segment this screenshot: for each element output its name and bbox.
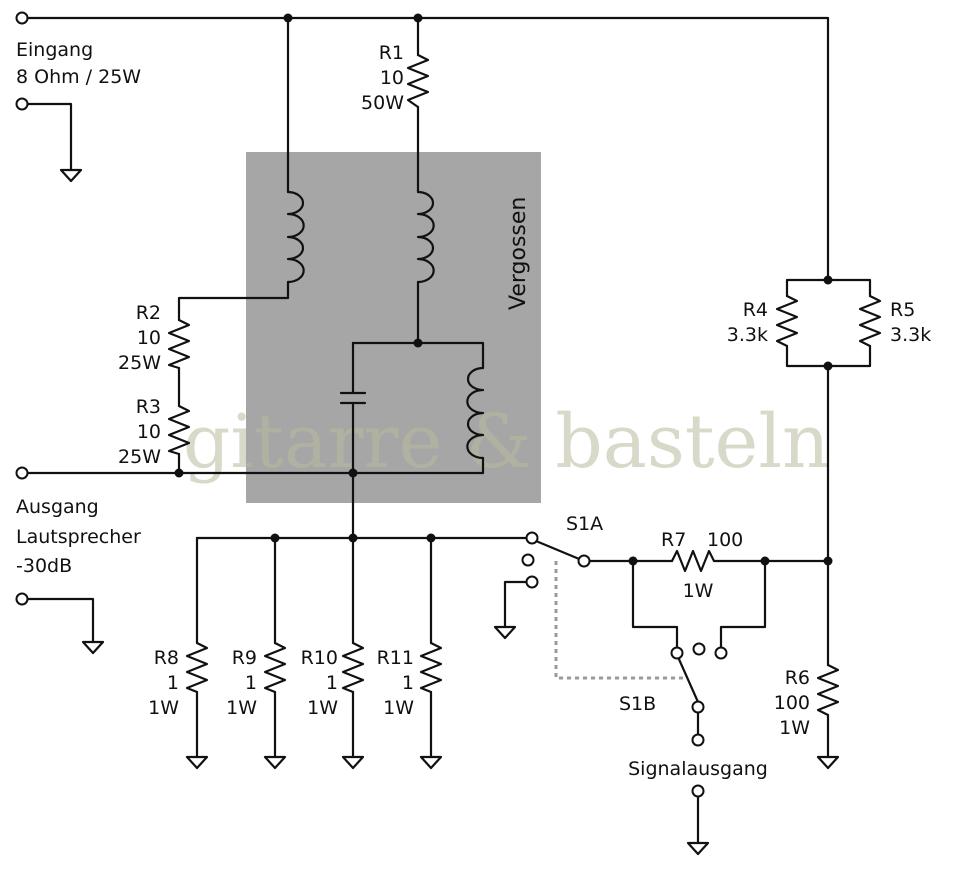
r3-value: 10 xyxy=(137,421,161,443)
s1a-contact xyxy=(525,575,539,589)
r1-value: 10 xyxy=(380,67,404,89)
resistors xyxy=(167,53,882,717)
input-terminal xyxy=(15,11,29,25)
resistor-r2 xyxy=(167,318,191,370)
r3-power: 25W xyxy=(118,446,161,468)
r11-name: R11 xyxy=(377,647,414,669)
input-label: Eingang xyxy=(16,39,93,61)
resistor-r9 xyxy=(263,641,287,694)
r7-power: 1W xyxy=(683,580,714,602)
output-terminal xyxy=(15,466,29,480)
output-ground-terminal xyxy=(15,592,29,606)
r5-value: 3.3k xyxy=(890,324,931,346)
inductor-center xyxy=(416,190,435,284)
output-label-speaker: Lautsprecher xyxy=(16,526,141,548)
r11-power: 1W xyxy=(383,697,414,719)
inductors xyxy=(286,190,485,460)
resistor-r10 xyxy=(341,641,365,694)
output-label: Ausgang xyxy=(16,496,99,518)
r6-name: R6 xyxy=(785,667,810,689)
r10-value: 1 xyxy=(326,672,338,694)
r2-value: 10 xyxy=(137,327,161,349)
r1-power: 50W xyxy=(361,92,404,114)
ground-icon xyxy=(493,625,517,640)
input-ground-terminal xyxy=(15,97,29,111)
s1a-label: S1A xyxy=(566,513,603,535)
resistor-r1 xyxy=(406,53,430,109)
resistor-r3 xyxy=(167,404,191,456)
text-labels: Eingang 8 Ohm / 25W Ausgang Lautsprecher… xyxy=(16,39,931,780)
switch-mechanical-link xyxy=(554,561,683,680)
signal-out-terminal xyxy=(691,733,705,747)
r9-power: 1W xyxy=(226,697,257,719)
r8-name: R8 xyxy=(154,647,179,669)
ground-icon xyxy=(686,841,710,856)
resistor-r11 xyxy=(419,641,443,694)
r1-name: R1 xyxy=(379,42,404,64)
r2-power: 25W xyxy=(118,352,161,374)
s1a-contact xyxy=(521,553,535,567)
signal-output-label: Signalausgang xyxy=(628,758,768,780)
watermark: gitarre & basteln xyxy=(183,399,830,485)
r10-name: R10 xyxy=(301,647,338,669)
input-spec-label: 8 Ohm / 25W xyxy=(16,66,141,88)
r2-name: R2 xyxy=(136,302,161,324)
s1a-contact xyxy=(525,531,539,545)
r9-name: R9 xyxy=(232,647,257,669)
ground-symbols xyxy=(59,168,840,856)
capacitor xyxy=(339,391,367,405)
s1a-common xyxy=(577,554,591,568)
r4-value: 3.3k xyxy=(727,324,768,346)
resistor-r4 xyxy=(775,294,799,348)
r5-name: R5 xyxy=(890,299,915,321)
ground-icon xyxy=(81,640,105,655)
r7-value: 100 xyxy=(707,529,743,551)
r6-power: 1W xyxy=(779,717,810,739)
wiring xyxy=(25,16,872,845)
s1b-common xyxy=(691,700,705,714)
r8-value: 1 xyxy=(167,672,179,694)
s1b-contact xyxy=(714,646,728,660)
resistor-r6 xyxy=(816,663,840,717)
resistor-r5 xyxy=(858,294,882,348)
r9-value: 1 xyxy=(245,672,257,694)
potted-area xyxy=(246,152,541,503)
r8-power: 1W xyxy=(148,697,179,719)
signal-out-ground-terminal xyxy=(691,784,705,798)
ground-icon xyxy=(59,168,83,183)
potted-label: Vergossen xyxy=(506,197,531,310)
ground-icon xyxy=(185,755,209,770)
resistor-r7 xyxy=(670,549,720,573)
resistor-r8 xyxy=(185,641,209,694)
inductor-left xyxy=(286,190,305,284)
output-attenuation-label: -30dB xyxy=(16,555,72,577)
r3-name: R3 xyxy=(136,396,161,418)
terminals xyxy=(15,11,728,798)
junction-dots xyxy=(174,13,833,566)
ground-icon xyxy=(419,755,443,770)
r6-value: 100 xyxy=(774,692,810,714)
ground-icon xyxy=(263,755,287,770)
s1b-contact xyxy=(670,646,684,660)
r11-value: 1 xyxy=(402,672,414,694)
ground-icon xyxy=(816,755,840,770)
inductor-right xyxy=(466,366,485,460)
s1b-label: S1B xyxy=(619,693,656,715)
ground-icon xyxy=(341,755,365,770)
r7-name: R7 xyxy=(661,529,686,551)
s1b-contact xyxy=(692,642,706,656)
r4-name: R4 xyxy=(743,299,768,321)
r10-power: 1W xyxy=(307,697,338,719)
